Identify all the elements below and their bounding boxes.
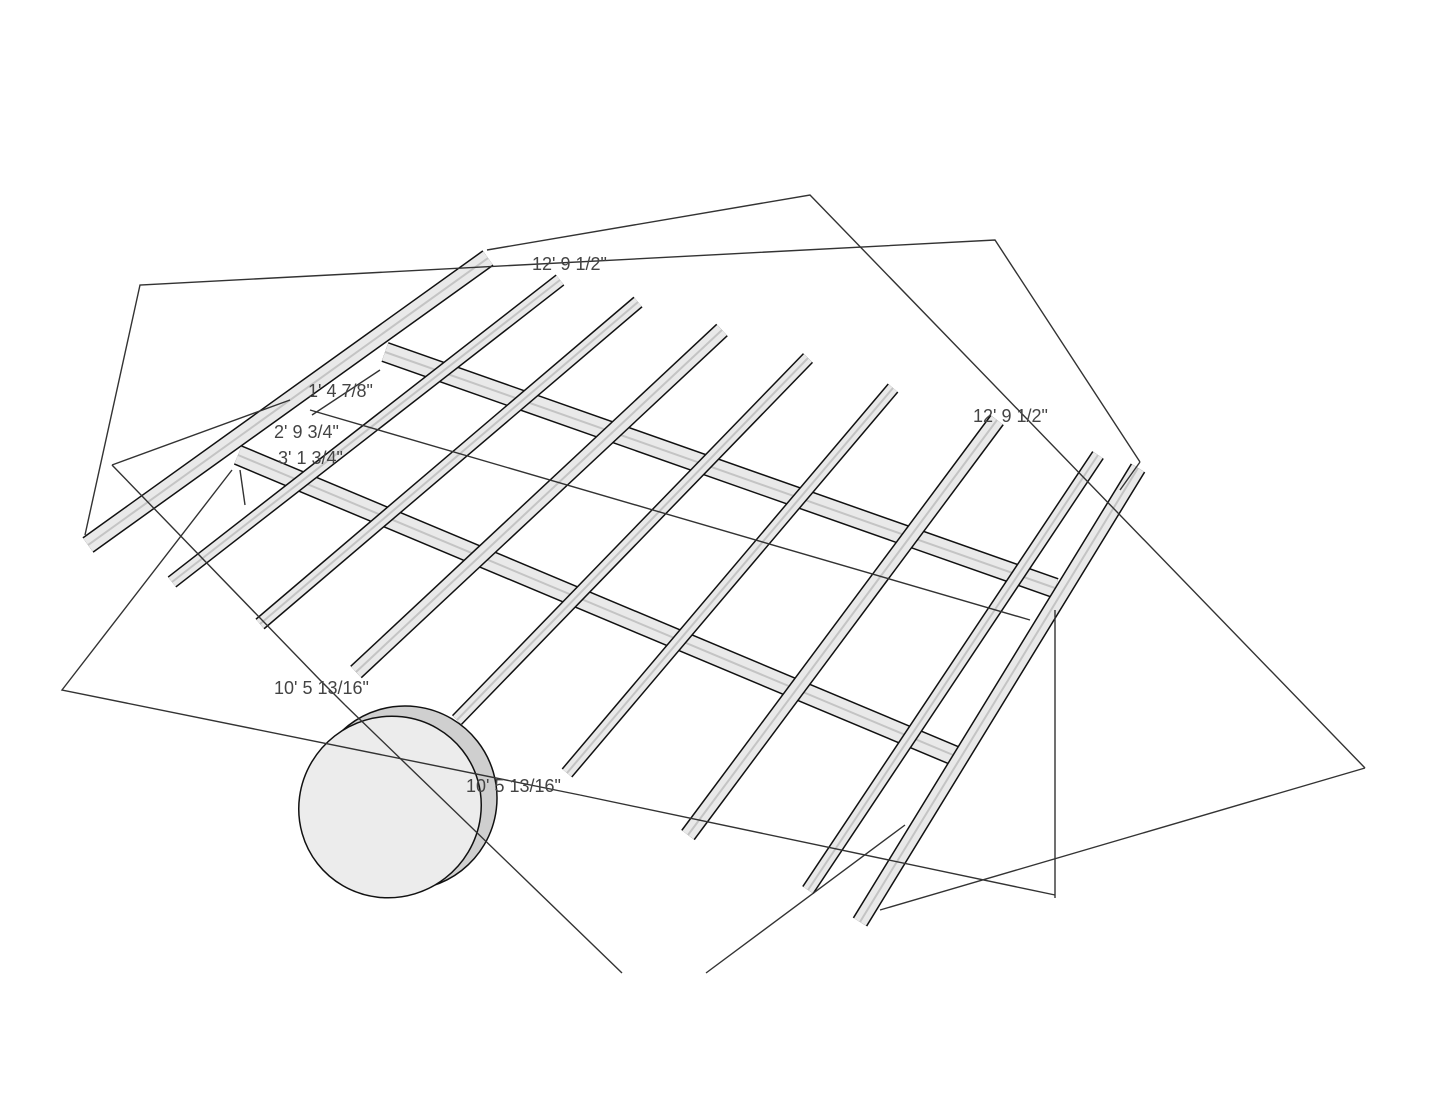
- rafter: [852, 463, 1146, 927]
- dimension-labels: 12' 9 1/2" 12' 9 1/2" 1' 4 7/8" 2' 9 3/4…: [274, 254, 1048, 796]
- rafter: [350, 323, 728, 679]
- rafter: [167, 274, 565, 588]
- label-top-length: 12' 9 1/2": [532, 254, 607, 274]
- label-spacing-3: 3' 1 3/4": [278, 448, 343, 468]
- label-spacing-2: 2' 9 3/4": [274, 422, 339, 442]
- rafters: [82, 250, 1146, 927]
- label-bottom-width: 10' 5 13/16": [466, 776, 561, 796]
- rafter: [681, 414, 1004, 841]
- cross-joists: [233, 342, 1059, 770]
- dimension-lines: [60, 194, 1366, 974]
- rafter: [802, 451, 1104, 894]
- rafter: [561, 383, 899, 778]
- rafter: [255, 296, 643, 630]
- cylinder-object: [298, 705, 498, 899]
- rafter: [82, 250, 494, 553]
- label-right-length: 12' 9 1/2": [973, 406, 1048, 426]
- joist: [233, 445, 970, 770]
- label-left-width: 10' 5 13/16": [274, 678, 369, 698]
- joist: [381, 342, 1059, 598]
- label-spacing-1: 1' 4 7/8": [308, 381, 373, 401]
- rafter: [451, 353, 814, 725]
